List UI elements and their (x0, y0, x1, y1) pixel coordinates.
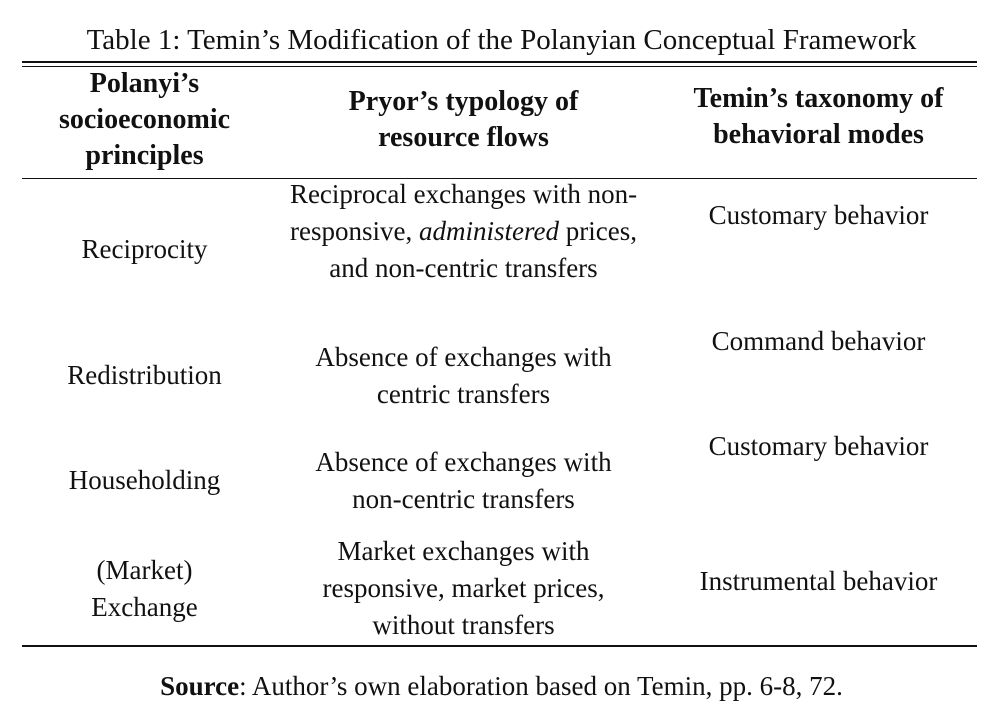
table-row-reciprocity-principle: Reciprocity (81, 234, 208, 264)
header-pryor-typology: Pryor’s typology of resource flows (348, 86, 579, 153)
table-caption: Table 1: Temin’s Modification of the Pol… (86, 24, 917, 56)
table-row-exchange-flow: Market exchanges with responsive, market… (322, 536, 605, 640)
header-rule (22, 178, 977, 179)
table-row-householding-behavior: Customary behavior (708, 431, 929, 461)
source-text: : Author’s own elaboration based on Temi… (239, 671, 843, 701)
top-rule (22, 61, 977, 63)
table-row-redistribution-behavior: Command behavior (711, 326, 926, 356)
table-row-householding-flow: Absence of exchanges with non-centric tr… (315, 447, 612, 514)
table-row-exchange-principle: (Market) Exchange (91, 555, 198, 622)
table-row-reciprocity-behavior: Customary behavior (708, 200, 929, 230)
table-row-reciprocity-flow: Reciprocal exchanges with non-responsive… (289, 179, 638, 283)
table-row-redistribution-flow: Absence of exchanges with centric transf… (315, 342, 612, 409)
source-label: Source (160, 671, 240, 701)
table-row-exchange-behavior: Instrumental behavior (699, 566, 938, 596)
table-row-householding-principle: Householding (68, 465, 221, 495)
bottom-rule (22, 645, 977, 647)
header-polanyi-principles: Polanyi’s socioeconomic principles (58, 68, 231, 171)
table-row-redistribution-principle: Redistribution (67, 360, 222, 390)
top-rule-inner (22, 66, 977, 67)
header-temin-taxonomy: Temin’s taxonomy of behavioral modes (693, 83, 944, 150)
source-note: Source: Author’s own elaboration based o… (0, 669, 1003, 703)
